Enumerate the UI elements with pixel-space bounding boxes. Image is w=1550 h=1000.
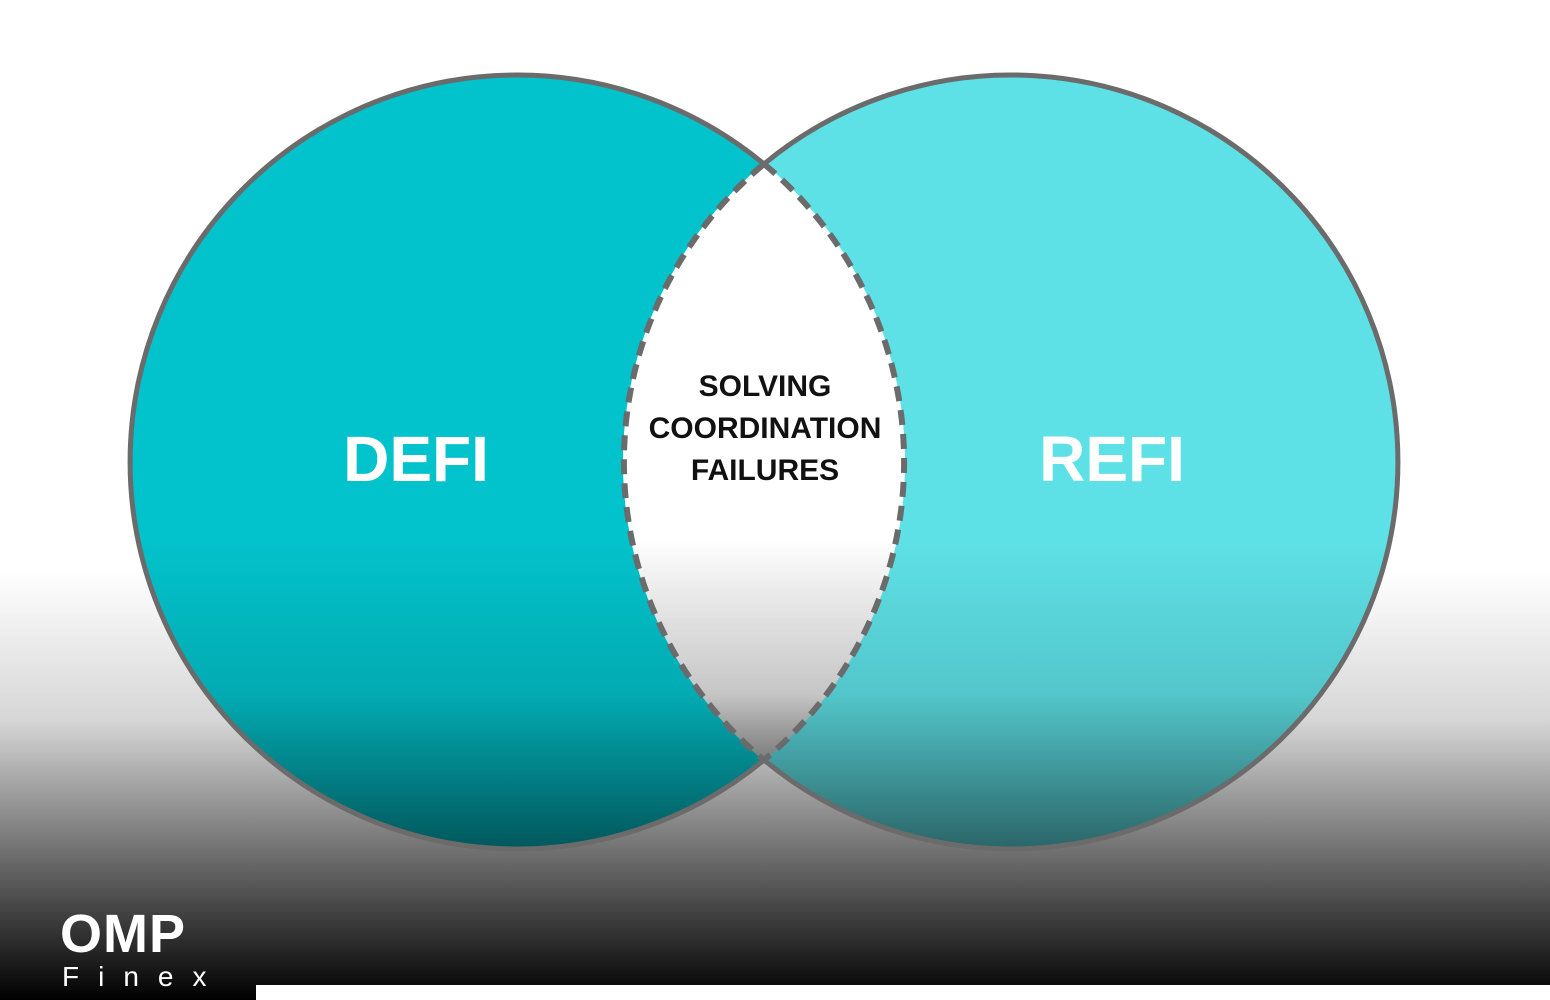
- intersection-dashed-outline: [620, 160, 908, 764]
- intersection-label-line-1: SOLVING: [699, 370, 832, 403]
- defi-circle-outline: [127, 72, 766, 852]
- defi-label: DEFI: [343, 423, 489, 495]
- refi-label: REFI: [1039, 423, 1185, 495]
- logo-subtitle: Finex: [62, 961, 226, 992]
- logo-wordmark: OMP: [60, 904, 187, 964]
- omp-finex-logo: OMP Finex: [56, 904, 226, 994]
- refi-circle-shade: [623, 75, 1397, 849]
- intersection-label-line-2: COORDINATION: [649, 412, 882, 445]
- footer-bar: [256, 985, 1550, 1000]
- intersection-label-line-3: FAILURES: [691, 454, 839, 487]
- refi-circle-outline: [762, 72, 1401, 852]
